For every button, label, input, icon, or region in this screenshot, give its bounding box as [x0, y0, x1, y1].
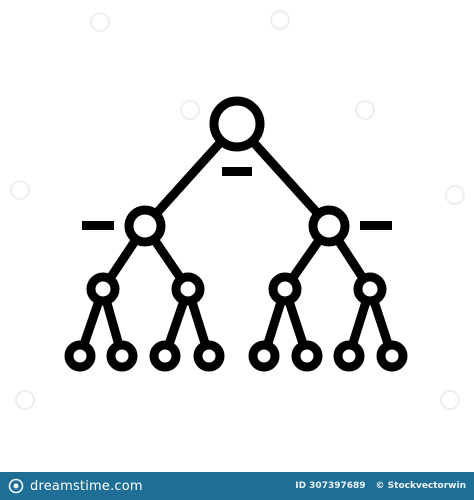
- leaf-node: [64, 340, 96, 372]
- footer-brand-text: dreamstime.com: [30, 478, 143, 494]
- leaf-node: [376, 340, 408, 372]
- footer-bar: dreamstime.com ID 307397689 © Stockvecto…: [0, 472, 474, 500]
- level3-node: [268, 272, 302, 306]
- minus-mark-right: [360, 221, 392, 230]
- footer-brand: dreamstime.com: [8, 478, 143, 494]
- leaf-node: [248, 340, 280, 372]
- author-credit-text: © Stockvectorwin: [375, 481, 466, 491]
- tree-connectors: [75, 119, 397, 361]
- tree-nodes: [64, 96, 408, 372]
- level3-node: [86, 272, 120, 306]
- level3-node: [353, 272, 387, 306]
- footer-meta: ID 307397689 © Stockvectorwin: [295, 481, 466, 491]
- hierarchy-tree-icon: [10, 10, 465, 410]
- level2-node-left: [124, 205, 166, 247]
- leaf-node: [106, 340, 138, 372]
- minus-mark-left: [82, 221, 114, 230]
- root-node: [209, 96, 265, 152]
- leaf-node: [333, 340, 365, 372]
- level2-node-right: [308, 205, 350, 247]
- minus-mark-root: [222, 167, 252, 176]
- watermark-pattern: [10, 10, 465, 410]
- leaf-node: [193, 340, 225, 372]
- minus-marks: [82, 167, 392, 230]
- leaf-node: [149, 340, 181, 372]
- dreamstime-logo-icon: [8, 478, 24, 494]
- leaf-node: [291, 340, 323, 372]
- image-id-text: ID 307397689: [295, 481, 366, 491]
- level3-node: [171, 272, 205, 306]
